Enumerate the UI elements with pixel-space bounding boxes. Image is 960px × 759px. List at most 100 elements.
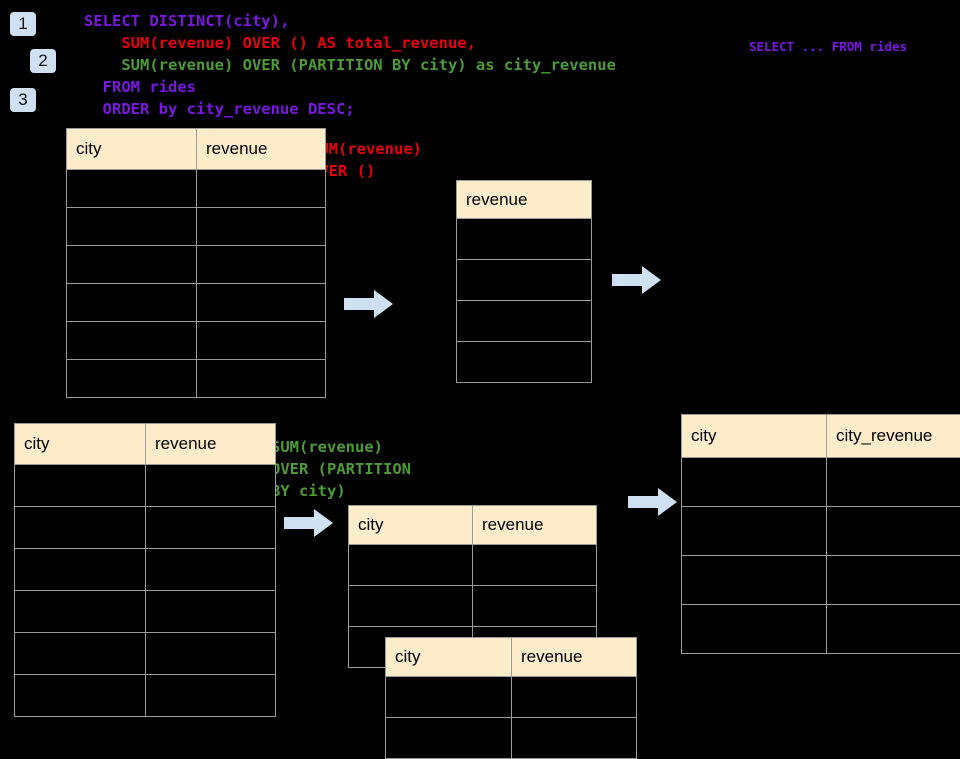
cell-revenue — [146, 591, 276, 633]
table-header-row: revenue — [457, 181, 592, 219]
annotation-sum-over-empty: SUM(revenue) OVER () — [310, 138, 422, 182]
cell-city-revenue — [827, 507, 960, 556]
cell-city — [15, 549, 146, 591]
cell-city-revenue — [827, 458, 960, 507]
annotation-sum-over-partition: SUM(revenue) OVER (PARTITION BY city) — [271, 436, 411, 502]
sql-query-block: SELECT DISTINCT(city), SUM(revenue) OVER… — [84, 10, 616, 120]
cell-city-revenue — [827, 605, 960, 654]
table-row — [67, 208, 326, 246]
cell-city — [67, 284, 197, 322]
rides-source-table-top: city revenue — [66, 128, 326, 398]
table-header-row: city revenue — [67, 129, 326, 170]
column-header-city: city — [67, 129, 197, 170]
total-revenue-table: revenue — [456, 180, 592, 383]
step-badge-2: 2 — [30, 49, 56, 73]
cell-revenue — [457, 301, 592, 342]
cell-city — [15, 465, 146, 507]
cell-revenue — [146, 549, 276, 591]
table-row — [67, 322, 326, 360]
cell-revenue — [146, 465, 276, 507]
cell-city — [67, 208, 197, 246]
cell-revenue — [197, 322, 326, 360]
table-row — [15, 465, 276, 507]
table-row — [67, 360, 326, 398]
arrow-right-icon — [628, 487, 678, 517]
table-header-row: city revenue — [15, 424, 276, 465]
column-header-city: city — [682, 415, 827, 458]
sql-line-order-by: ORDER by city_revenue DESC; — [84, 98, 616, 120]
cell-city — [349, 586, 473, 627]
table-row — [67, 170, 326, 208]
cell-city — [682, 556, 827, 605]
table-header-row: city revenue — [386, 638, 637, 677]
cell-city — [682, 605, 827, 654]
cell-city — [682, 458, 827, 507]
table-row — [457, 342, 592, 383]
column-header-revenue: revenue — [457, 181, 592, 219]
sql-line-total-revenue: SUM(revenue) OVER () AS total_revenue, — [84, 32, 616, 54]
table-row — [682, 556, 960, 605]
column-header-city: city — [386, 638, 512, 677]
cell-city — [67, 360, 197, 398]
sidenote-select-from-rides: SELECT ... FROM rides — [749, 37, 949, 57]
cell-revenue — [197, 284, 326, 322]
city-revenue-result-table: city city_revenue — [681, 414, 960, 654]
table-row — [15, 591, 276, 633]
cell-city — [67, 246, 197, 284]
table-header-row: city city_revenue — [682, 415, 960, 458]
table-row — [349, 586, 597, 627]
sql-line-select: SELECT DISTINCT(city), — [84, 10, 616, 32]
table-row — [386, 718, 637, 759]
column-header-revenue: revenue — [146, 424, 276, 465]
cell-city — [349, 545, 473, 586]
table-row — [67, 284, 326, 322]
cell-city — [15, 633, 146, 675]
cell-city — [67, 170, 197, 208]
cell-revenue — [197, 208, 326, 246]
cell-revenue — [457, 342, 592, 383]
cell-revenue — [473, 586, 597, 627]
cell-revenue — [197, 170, 326, 208]
column-header-revenue: revenue — [473, 506, 597, 545]
cell-revenue — [512, 677, 637, 718]
table-header-row: city revenue — [349, 506, 597, 545]
table-row — [682, 458, 960, 507]
table-row — [682, 507, 960, 556]
table-row — [67, 246, 326, 284]
step-badge-1: 1 — [10, 12, 36, 36]
step-badge-3: 3 — [10, 88, 36, 112]
cell-revenue — [473, 545, 597, 586]
partition-group-table-b: city revenue — [385, 637, 637, 759]
arrow-right-icon — [612, 265, 662, 295]
cell-city — [15, 675, 146, 717]
cell-revenue — [457, 260, 592, 301]
rides-source-table-bottom: city revenue — [14, 423, 276, 717]
cell-city — [682, 507, 827, 556]
cell-city — [386, 718, 512, 759]
column-header-city: city — [349, 506, 473, 545]
column-header-city-revenue: city_revenue — [827, 415, 960, 458]
table-row — [15, 675, 276, 717]
cell-city — [67, 322, 197, 360]
cell-city — [15, 591, 146, 633]
table-row — [682, 605, 960, 654]
column-header-city: city — [15, 424, 146, 465]
table-row — [15, 549, 276, 591]
cell-revenue — [146, 675, 276, 717]
sql-line-from: FROM rides — [84, 76, 616, 98]
cell-revenue — [146, 507, 276, 549]
table-row — [386, 677, 637, 718]
arrow-right-icon — [284, 508, 334, 538]
cell-city-revenue — [827, 556, 960, 605]
cell-revenue — [197, 360, 326, 398]
arrow-right-icon — [344, 289, 394, 319]
column-header-revenue: revenue — [512, 638, 637, 677]
table-row — [457, 260, 592, 301]
table-row — [15, 633, 276, 675]
cell-city — [386, 677, 512, 718]
sql-line-city-revenue: SUM(revenue) OVER (PARTITION BY city) as… — [84, 54, 616, 76]
cell-revenue — [512, 718, 637, 759]
table-row — [349, 545, 597, 586]
table-row — [15, 507, 276, 549]
table-row — [457, 219, 592, 260]
